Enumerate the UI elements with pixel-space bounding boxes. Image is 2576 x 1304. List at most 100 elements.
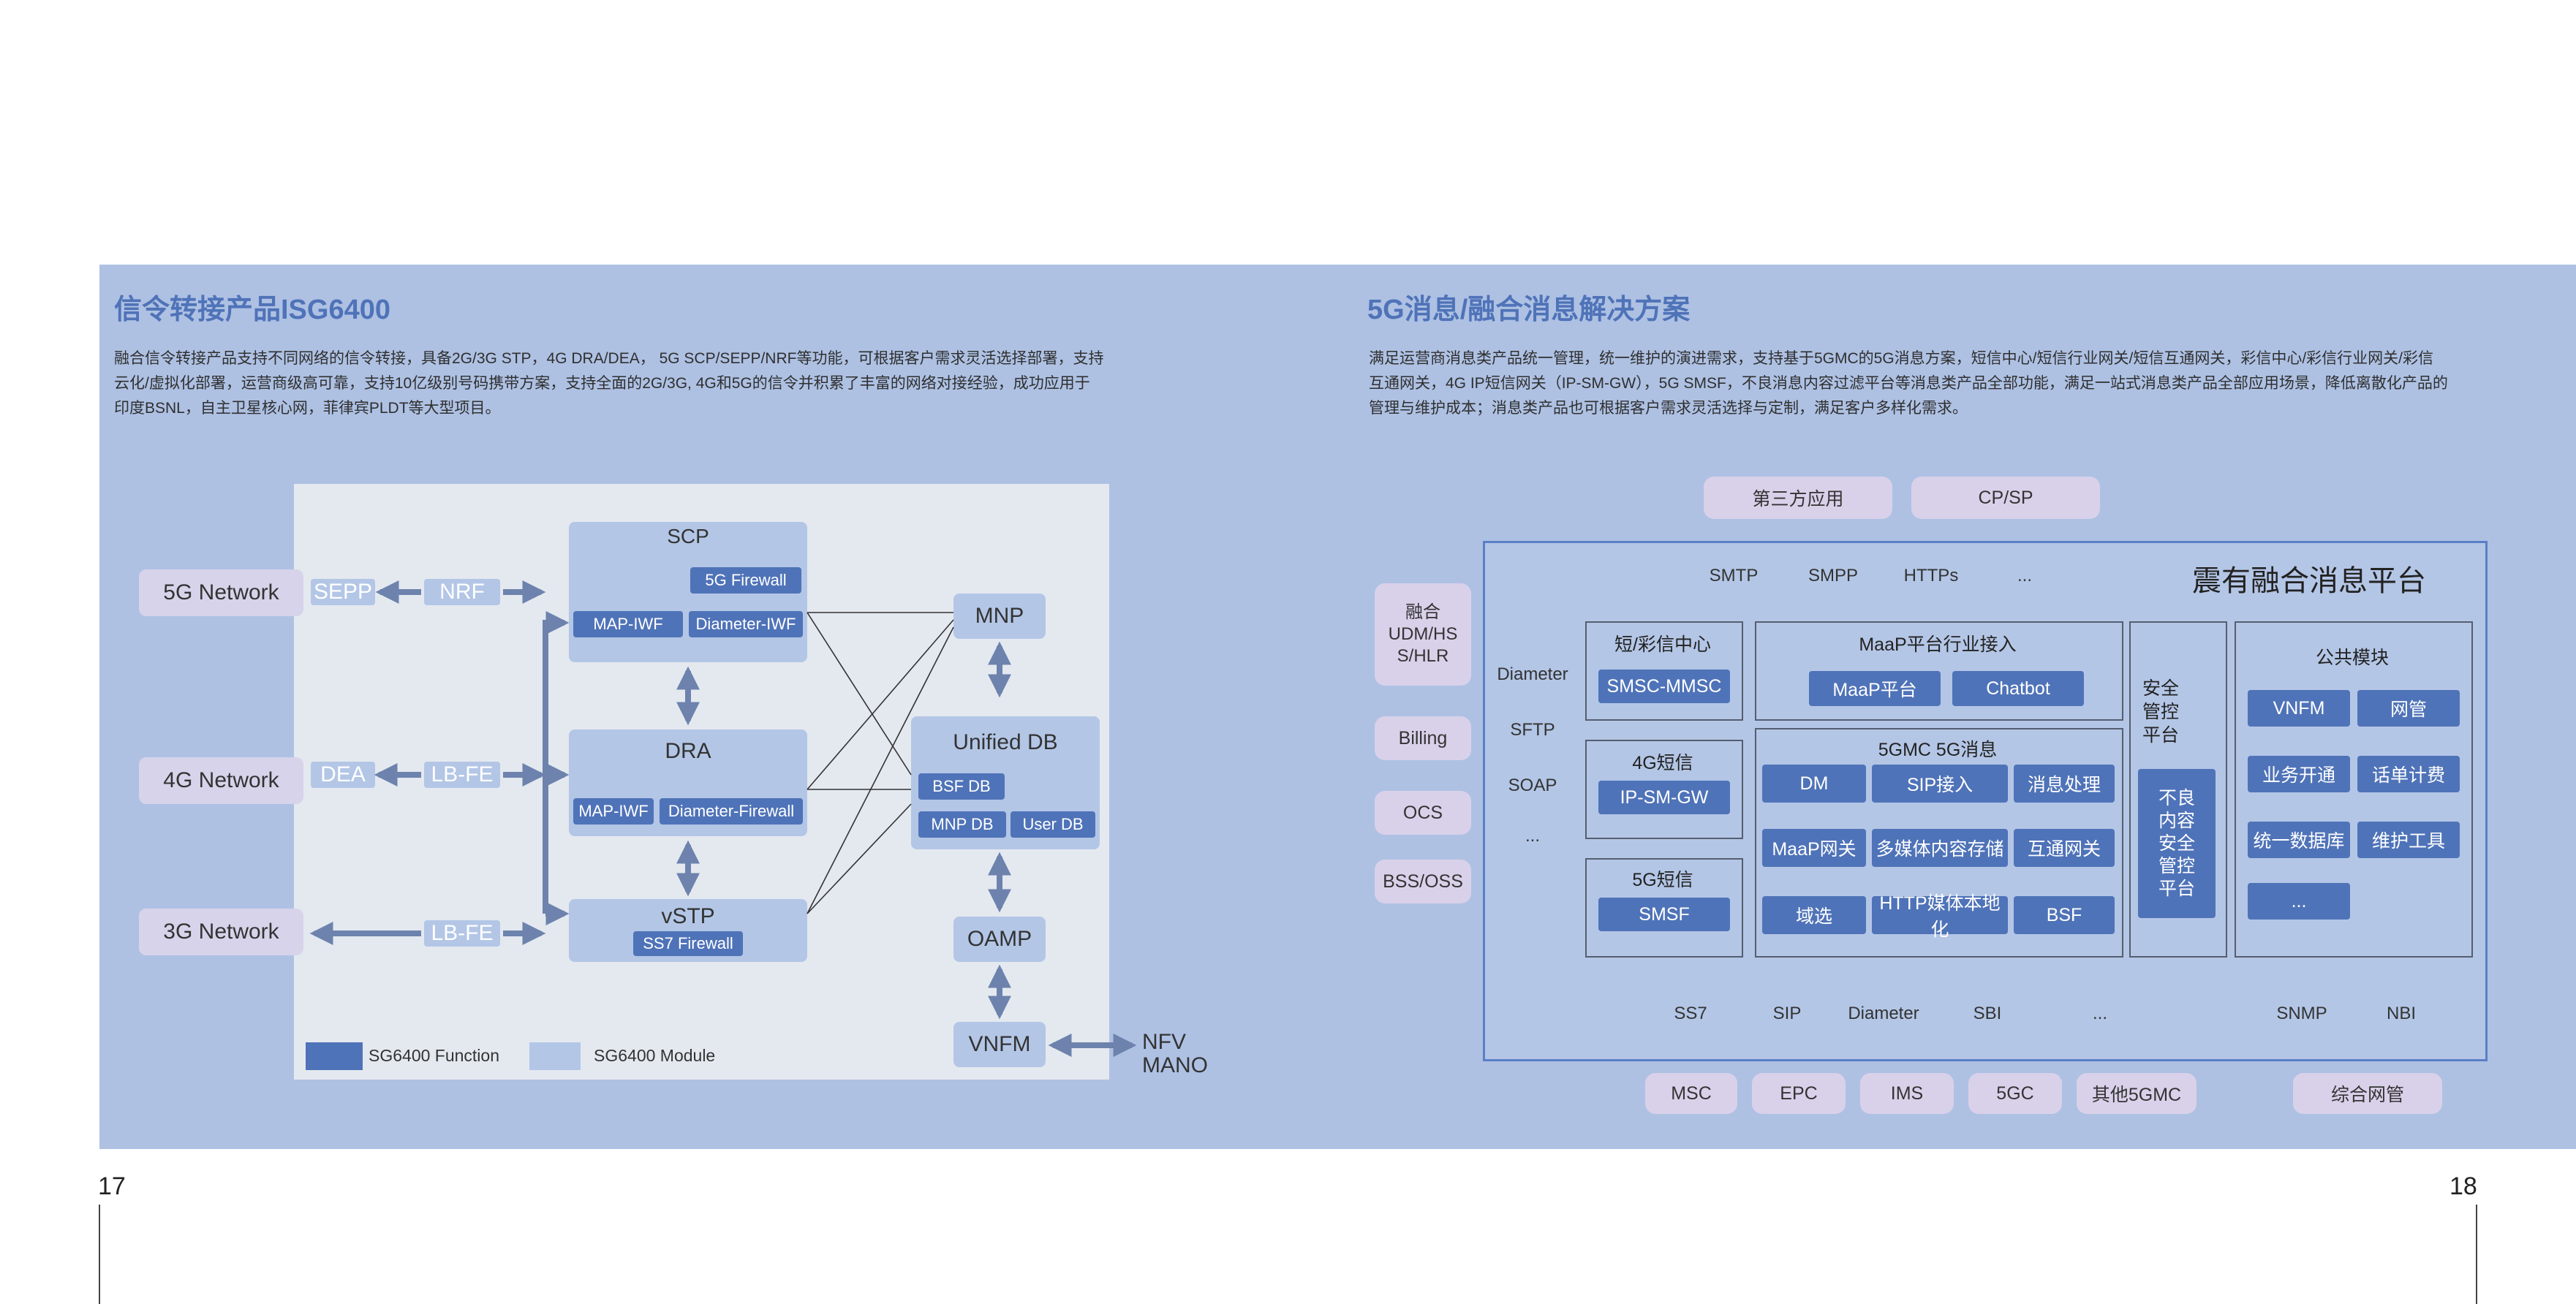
proto-bottom-more: ... [2055,1000,2145,1028]
scp-map-iwf: MAP-IWF [573,611,683,637]
dea-module: DEA [311,762,375,788]
legend-module-swatch [529,1042,581,1070]
maap-title: MaaP平台行业接入 [1859,634,2017,655]
user-db: User DB [1011,811,1095,838]
left-margin-line [99,1205,100,1304]
interworking-gateway: 互通网关 [2014,829,2115,867]
billing: Billing [1375,716,1471,760]
mesh-lines [807,612,954,914]
proto-sip: SIP [1742,1000,1832,1028]
proto-diameter-left: Diameter [1487,661,1578,689]
proto-smtp: SMTP [1691,563,1777,589]
proto-snmp: SNMP [2256,1000,2347,1028]
legend-module-label: SG6400 Module [594,1046,716,1065]
public-more: ... [2248,883,2350,920]
net-epc: EPC [1752,1073,1846,1114]
platform-title: 震有融合消息平台 [2192,565,2426,597]
dra-diameter-firewall: Diameter-Firewall [660,798,803,825]
cp-sp: CP/SP [1911,477,2100,519]
proto-ss7: SS7 [1645,1000,1736,1028]
ocs: OCS [1375,791,1471,835]
message-processing: 消息处理 [2014,765,2115,803]
oamp-module: OAMP [953,917,1046,962]
smsf: SMSF [1598,898,1730,931]
page-number-left: 17 [98,1172,126,1200]
domain-selection: 域选 [1762,896,1866,934]
page-number-right: 18 [2450,1172,2477,1200]
dm: DM [1762,765,1866,803]
dra-map-iwf: MAP-IWF [573,798,654,825]
third-party-app: 第三方应用 [1704,477,1892,519]
vstp-title: vSTP [661,904,715,928]
sms-mms-center-title: 短/彩信中心 [1614,634,1711,655]
4g-network-box: 4G Network [139,757,303,804]
ip-sm-gw: IP-SM-GW [1598,781,1730,814]
nrf-module: NRF [424,579,500,605]
ss7-firewall: SS7 Firewall [633,931,743,956]
scp-title: SCP [667,525,709,547]
bad-content-control: 不良内容安全管控平台 [2138,769,2216,918]
sms-5g-title: 5G短信 [1632,870,1693,890]
nfv-label: NFV [1142,1030,1186,1054]
maap-gateway: MaaP网关 [1762,829,1866,867]
left-page-title: 信令转接产品ISG6400 [114,295,390,325]
smsc-mmsc: SMSC-MMSC [1598,670,1730,703]
unified-db-title: Unified DB [953,730,1058,754]
left-paragraph-line: 云化/虚拟化部署，运营商级高可靠，支持10亿级别号码携带方案，支持全面的2G/3… [114,375,1090,392]
vnfm-module: VNFM [953,1022,1046,1067]
cdr-billing: 话单计费 [2357,756,2460,792]
scp-diameter-iwf: Diameter-IWF [689,611,803,637]
dra-title: DRA [665,739,711,763]
left-paragraph-line: 融合信令转接产品支持不同网络的信令转接，具备2G/3G STP，4G DRA/D… [114,350,1104,367]
proto-smpp: SMPP [1790,563,1876,589]
right-margin-line [2476,1205,2477,1304]
proto-diameter-bottom: Diameter [1838,1000,1929,1028]
network-management: 网管 [2357,690,2460,727]
proto-sftp: SFTP [1487,716,1578,744]
chatbot: Chatbot [1952,671,2084,706]
legend-function-label: SG6400 Function [369,1046,500,1065]
proto-https: HTTPs [1888,563,1974,589]
proto-left-more: ... [1487,823,1578,849]
maintenance-tools: 维护工具 [2357,822,2460,858]
service-provisioning: 业务开通 [2248,756,2350,792]
public-modules-title: 公共模块 [2315,648,2389,668]
right-paragraph: 满足运营商消息类产品统一管理，统一维护的演进需求，支持基于5GMC的5G消息方案… [1369,346,2495,421]
unified-database: 统一数据库 [2248,822,2350,858]
left-paragraph: 融合信令转接产品支持不同网络的信令转接，具备2G/3G STP，4G DRA/D… [114,346,1138,421]
security-title: 安全管控平台 [2142,678,2179,746]
net-msc: MSC [1645,1073,1737,1114]
5g-firewall: 5G Firewall [690,567,801,594]
sepp-module: SEPP [311,579,375,605]
multimedia-storage: 多媒体内容存储 [1872,829,2008,867]
3g-network-box: 3G Network [139,909,303,955]
maap-platform: MaaP平台 [1809,671,1941,706]
bus-to-scp [543,611,570,914]
integrated-nms: 综合网管 [2293,1073,2442,1114]
proto-soap: SOAP [1487,772,1578,800]
proto-nbi: NBI [2356,1000,2447,1028]
right-page-title: 5G消息/融合消息解决方案 [1367,295,1691,325]
right-paragraph-line: 满足运营商消息类产品统一管理，统一维护的演进需求，支持基于5GMC的5G消息方案… [1369,350,2434,367]
lb-fe-4g-module: LB-FE [424,762,500,788]
5gmc-title: 5GMC 5G消息 [1878,740,1998,760]
net-ims: IMS [1860,1073,1954,1114]
http-media-localization: HTTP媒体本地化 [1872,893,2008,940]
lb-fe-3g-module: LB-FE [424,920,500,947]
legend-function-swatch [306,1042,363,1070]
5g-network-box: 5G Network [139,569,303,616]
bss-oss: BSS/OSS [1375,860,1471,903]
sip-access: SIP接入 [1872,765,2008,803]
right-paragraph-line: 互通网关，4G IP短信网关（IP-SM-GW），5G SMSF，不良消息内容过… [1369,375,2448,392]
udm-hss-hlr: 融合 UDM/HS S/HLR [1375,583,1471,686]
proto-more: ... [1982,563,2068,589]
bsf: BSF [2014,896,2115,934]
bsf-db: BSF DB [918,773,1005,800]
mnp-module: MNP [953,594,1046,639]
vnfm: VNFM [2248,690,2350,727]
net-other-5gmc: 其他5GMC [2077,1073,2197,1114]
left-paragraph-line: 印度BSNL，自主卫星核心网，菲律宾PLDT等大型项目。 [114,400,501,417]
sms-4g-title: 4G短信 [1632,753,1693,773]
nfv-mano-label: NFV MANO [1142,1031,1208,1077]
